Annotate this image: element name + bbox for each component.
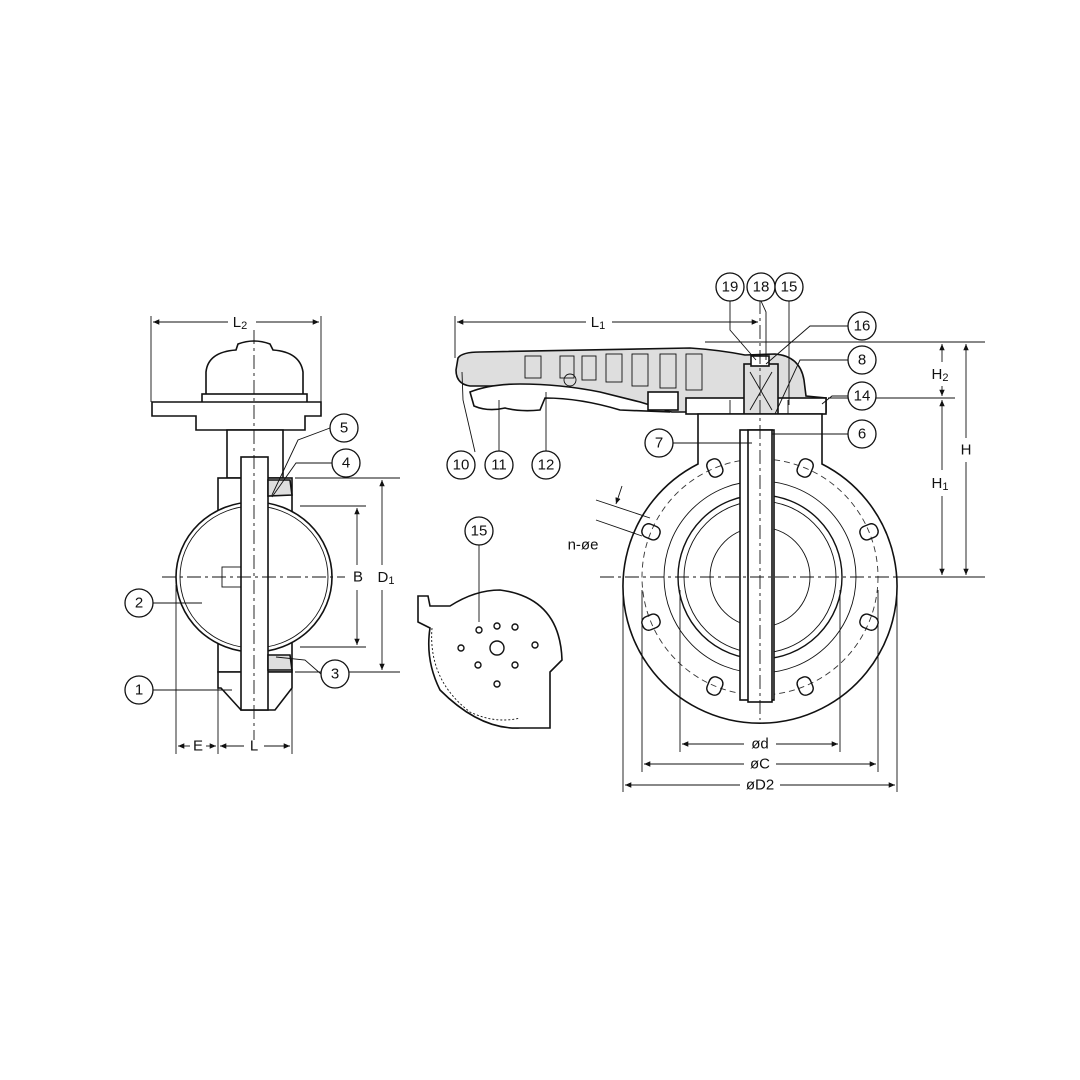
bolt-hole	[859, 523, 879, 541]
callout-8: 8	[847, 345, 877, 375]
svg-text:19: 19	[722, 279, 739, 296]
callout-12: 12	[531, 450, 561, 480]
plate-hole	[493, 622, 501, 630]
bolt-hole	[706, 676, 724, 696]
bolt-hole	[641, 613, 661, 631]
callout-15-top: 15	[774, 272, 804, 302]
plate-hole	[475, 626, 483, 634]
svg-text:1: 1	[135, 682, 143, 699]
plate-hole	[511, 661, 519, 669]
svg-text:14: 14	[854, 388, 871, 405]
svg-text:5: 5	[340, 420, 348, 437]
bolt-hole	[706, 458, 724, 478]
callout-14: 14	[847, 381, 877, 411]
dim-H2: H2	[932, 366, 949, 385]
svg-text:12: 12	[538, 457, 555, 474]
svg-text:16: 16	[854, 318, 871, 335]
plate-hole	[531, 641, 539, 649]
bolt-hole	[641, 523, 661, 541]
dim-E: E	[193, 738, 203, 755]
bolt-holes	[641, 458, 879, 696]
callout-3: 3	[320, 659, 350, 689]
svg-text:7: 7	[655, 435, 663, 452]
plate-hole	[511, 623, 519, 631]
dim-L: L	[250, 738, 258, 755]
callout-11: 11	[484, 450, 514, 480]
svg-text:2: 2	[135, 595, 143, 612]
svg-text:4: 4	[342, 455, 350, 472]
dim-od: ød	[751, 736, 769, 753]
callout-1: 1	[124, 675, 154, 705]
callout-7: 7	[644, 428, 674, 458]
callout-2: 2	[124, 588, 154, 618]
callout-15-plate: 15	[464, 516, 494, 546]
dim-D1: D1	[378, 569, 395, 588]
callout-5: 5	[329, 413, 359, 443]
dim-B: B	[353, 569, 363, 586]
svg-text:6: 6	[858, 426, 866, 443]
callout-18: 18	[746, 272, 776, 302]
top-flange	[151, 401, 322, 431]
dim-oC: øC	[750, 756, 770, 773]
bolt-hole	[796, 458, 814, 478]
dim-H1: H1	[932, 475, 949, 494]
plate-hole	[474, 661, 482, 669]
bolt-hole	[859, 613, 879, 631]
callout-19: 19	[715, 272, 745, 302]
svg-text:11: 11	[491, 457, 507, 474]
dim-n-oe: n-øe	[568, 537, 599, 554]
svg-text:10: 10	[453, 457, 470, 474]
dim-L2: L2	[233, 314, 247, 333]
svg-text:15: 15	[781, 279, 798, 296]
front-view: L1	[446, 272, 985, 794]
side-view: L2 B D1 E L	[124, 314, 400, 755]
dim-H: H	[961, 442, 972, 459]
callout-4: 4	[331, 448, 361, 478]
locking-plate-view: 15	[417, 516, 563, 729]
callout-16: 16	[847, 311, 877, 341]
plate-hole	[493, 680, 501, 688]
actuator-cap	[205, 340, 304, 396]
plate-hole	[457, 644, 465, 652]
svg-text:8: 8	[858, 352, 866, 369]
bolt-hole	[796, 676, 814, 696]
plate-hole	[489, 640, 505, 656]
svg-text:3: 3	[331, 666, 339, 683]
dim-L1: L1	[591, 314, 605, 333]
dim-oD2: øD2	[746, 777, 774, 794]
callout-10: 10	[446, 450, 476, 480]
callout-6: 6	[847, 419, 877, 449]
svg-text:15: 15	[471, 523, 488, 540]
svg-text:18: 18	[753, 279, 770, 296]
